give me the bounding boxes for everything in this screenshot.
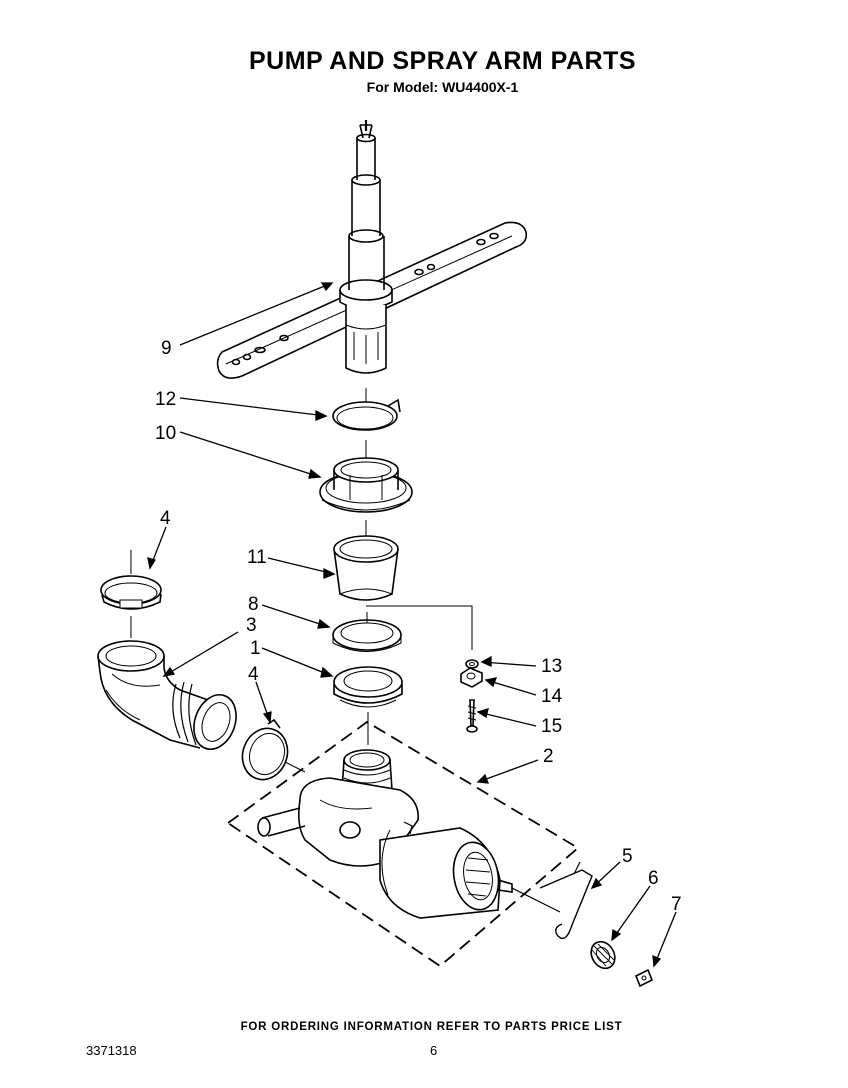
callout-6: 6 <box>648 868 659 889</box>
part-3-hose <box>97 640 237 750</box>
callout-8: 8 <box>248 594 259 615</box>
callout-4-upper: 4 <box>160 508 171 529</box>
part-11-cup <box>333 520 399 601</box>
part-2-pump-motor-assembly <box>226 720 580 968</box>
callout-14: 14 <box>541 686 563 707</box>
callout-7: 7 <box>671 894 682 915</box>
part-10-hub-housing <box>319 440 413 513</box>
part-14-nut <box>460 667 483 688</box>
callout-10: 10 <box>155 423 176 444</box>
part-12-snap-ring <box>332 388 401 431</box>
part-13-washer <box>465 659 479 669</box>
part-8-seal <box>332 612 402 652</box>
part-6-impeller <box>590 940 616 970</box>
callout-5: 5 <box>622 846 633 867</box>
callout-2: 2 <box>543 746 554 767</box>
callout-1: 1 <box>250 638 261 659</box>
callout-13: 13 <box>541 656 562 677</box>
part-5-clip <box>539 861 593 940</box>
callout-4-lower: 4 <box>248 664 259 685</box>
part-1-gasket <box>333 666 403 745</box>
part-7-fastener <box>634 968 654 988</box>
page-number: 6 <box>430 1043 438 1058</box>
callout-9: 9 <box>161 338 172 359</box>
part-4-hose-clamp-lower <box>241 718 306 781</box>
ordering-note: FOR ORDERING INFORMATION REFER TO PARTS … <box>240 1021 623 1033</box>
model-subtitle: For Model: WU4400X-1 <box>366 79 519 95</box>
leader-lines <box>147 282 677 968</box>
page-title: PUMP AND SPRAY ARM PARTS <box>248 47 637 75</box>
part-15-screw <box>466 699 478 733</box>
part-9-spray-arm <box>216 120 528 379</box>
part-4-hose-clamp-upper <box>100 550 162 638</box>
callout-11: 11 <box>247 547 267 568</box>
document-number: 3371318 <box>86 1043 137 1058</box>
callout-15: 15 <box>541 716 562 737</box>
callout-3: 3 <box>246 615 257 636</box>
callout-12: 12 <box>155 389 176 410</box>
